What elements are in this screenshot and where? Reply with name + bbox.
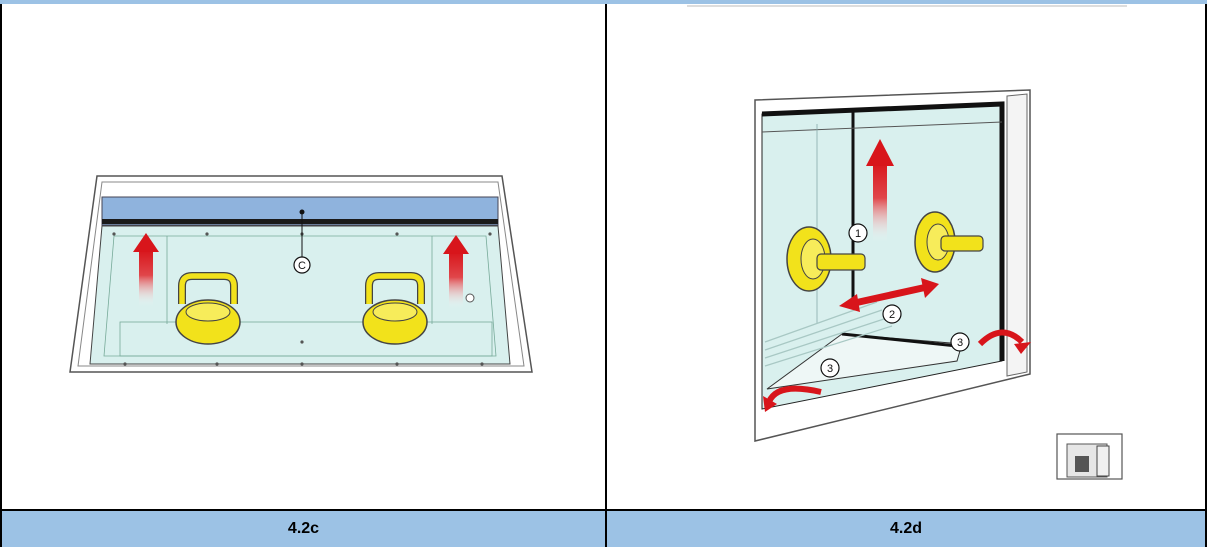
figure-cell-4-2c: C <box>0 4 607 511</box>
callout-c-label: C <box>298 260 306 272</box>
svg-text:3: 3 <box>827 363 833 375</box>
callout-3-left: 3 <box>821 359 839 377</box>
svg-text:1: 1 <box>855 228 861 240</box>
illustration-4-2c: C <box>2 4 605 509</box>
callout-1: 1 <box>849 224 867 242</box>
callout-2: 2 <box>883 305 901 323</box>
svg-text:3: 3 <box>957 337 963 349</box>
caption-4-2c: 4.2c <box>0 511 607 547</box>
caption-4-2d: 4.2d <box>605 511 1207 547</box>
callout-3-right: 3 <box>951 333 969 351</box>
figure-cell-4-2d: 1 2 3 3 <box>605 4 1207 511</box>
illustration-4-2d: 1 2 3 3 <box>607 4 1205 509</box>
switch-detail <box>1057 434 1122 479</box>
svg-text:2: 2 <box>889 309 895 321</box>
